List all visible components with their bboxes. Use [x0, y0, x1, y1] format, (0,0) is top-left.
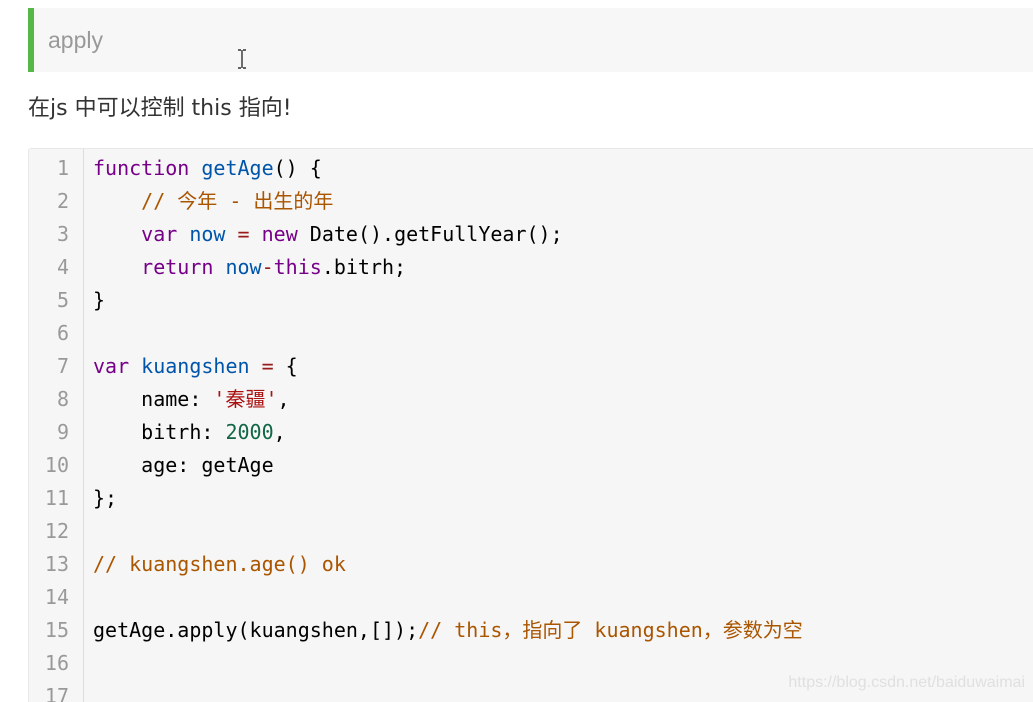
- code-token: [225, 222, 237, 246]
- code-token: name:: [93, 387, 214, 411]
- line-number: 8: [56, 387, 69, 411]
- blockquote-text: apply: [48, 27, 103, 53]
- code-token: {: [273, 354, 298, 378]
- code-token: var: [93, 354, 130, 378]
- paragraph-text: 在js 中可以控制 this 指向!: [28, 96, 292, 121]
- code-token: bitrh:: [93, 420, 226, 444]
- line-number: 10: [44, 453, 69, 477]
- text-cursor-icon: [238, 49, 246, 69]
- code-token: =: [261, 354, 274, 378]
- code-token: 2000: [225, 420, 274, 444]
- code-token: now: [225, 255, 262, 279]
- line-number: 7: [56, 354, 69, 378]
- code-token: [93, 255, 141, 279]
- code-line: name: '秦疆',: [93, 383, 290, 416]
- code-token: }: [93, 288, 106, 312]
- code-line: // 今年 - 出生的年: [93, 185, 333, 218]
- code-token: kuangshen: [141, 354, 250, 378]
- watermark: https://blog.csdn.net/baiduwaimai: [788, 674, 1025, 691]
- code-line: };: [93, 482, 117, 515]
- code-token: [93, 222, 141, 246]
- code-token: -: [261, 255, 274, 279]
- code-token: now: [189, 222, 226, 246]
- code-token: [250, 222, 262, 246]
- code-token: [250, 354, 262, 378]
- code-token: // this，指向了 kuangshen，参数为空: [418, 618, 803, 642]
- code-line: // kuangshen.age() ok: [93, 548, 346, 581]
- blockquote: apply: [28, 8, 1033, 72]
- code-token: [213, 255, 225, 279]
- line-number: 14: [44, 585, 69, 609]
- code-token: age: getAge: [93, 453, 274, 477]
- line-number: 6: [56, 321, 69, 345]
- code-token: [129, 354, 141, 378]
- code-line: function getAge() {: [93, 152, 322, 185]
- line-number: 9: [56, 420, 69, 444]
- line-number: 4: [56, 255, 69, 279]
- line-number: 5: [56, 288, 69, 312]
- line-number: 2: [56, 189, 69, 213]
- line-number: 1: [56, 156, 69, 180]
- line-number: 3: [56, 222, 69, 246]
- line-number: 11: [44, 486, 69, 510]
- code-token: // 今年 - 出生的年: [141, 189, 334, 213]
- code-token: function: [93, 156, 190, 180]
- code-token: '秦疆': [213, 387, 278, 411]
- code-token: return: [141, 255, 214, 279]
- line-number: 13: [44, 552, 69, 576]
- code-token: ,: [277, 387, 290, 411]
- code-line: }: [93, 284, 105, 317]
- code-line: bitrh: 2000,: [93, 416, 286, 449]
- code-token: ,: [273, 420, 286, 444]
- code-token: Date().getFullYear();: [297, 222, 563, 246]
- blockquote-accent-bar: [28, 8, 34, 72]
- line-number: 15: [44, 618, 69, 642]
- line-number: 12: [44, 519, 69, 543]
- code-line: var kuangshen = {: [93, 350, 298, 383]
- code-token: var: [141, 222, 178, 246]
- code-token: () {: [273, 156, 322, 180]
- code-token: .bitrh;: [321, 255, 407, 279]
- code-token: =: [237, 222, 250, 246]
- code-token: [177, 222, 189, 246]
- line-number: 17: [44, 684, 69, 702]
- code-token: getAge.apply(kuangshen,[]);: [93, 618, 419, 642]
- code-line: age: getAge: [93, 449, 274, 482]
- code-token: [93, 189, 141, 213]
- code-token: };: [93, 486, 118, 510]
- code-token: [189, 156, 201, 180]
- code-line: getAge.apply(kuangshen,[]);// this，指向了 k…: [93, 614, 803, 647]
- code-token: // kuangshen.age() ok: [93, 552, 346, 576]
- line-number: 16: [44, 651, 69, 675]
- code-line: return now-this.bitrh;: [93, 251, 406, 284]
- code-token: new: [261, 222, 298, 246]
- code-token: getAge: [201, 156, 274, 180]
- code-token: this: [273, 255, 322, 279]
- code-line: var now = new Date().getFullYear();: [93, 218, 563, 251]
